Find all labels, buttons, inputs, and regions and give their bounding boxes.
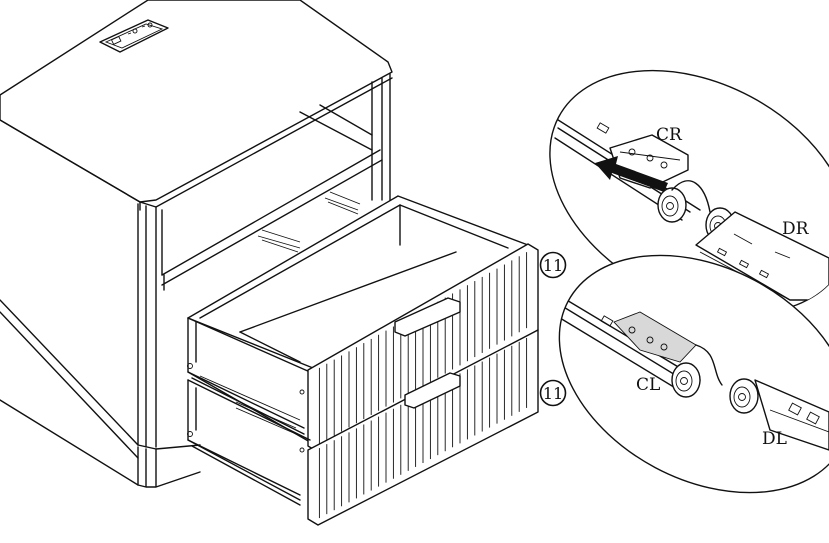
label-dr: DR: [782, 219, 810, 239]
detail-view-left-runner: CL DL: [558, 254, 829, 494]
cabinet-top-panel: [0, 0, 393, 203]
detail-view-right-runner: CR DR: [549, 69, 829, 315]
circled-number-icon: [539, 379, 567, 407]
lower-drawer-handle: [404, 372, 461, 409]
label-cr: CR: [656, 125, 683, 145]
runner-wheel-left: [671, 362, 759, 414]
label-dl: DL: [762, 429, 787, 449]
step-marker-lower: 11: [539, 379, 567, 407]
upper-drawer-handle: [394, 297, 461, 337]
upper-drawer: [187, 195, 539, 453]
drawer-runner-left: [754, 379, 829, 451]
cabinet-plinth: [137, 446, 201, 488]
power-outlet-icon: [99, 19, 169, 53]
label-cl: CL: [636, 375, 660, 395]
lower-drawer-flutes: [318, 337, 528, 519]
arrow-left-icon: [595, 156, 668, 192]
lower-drawer: [187, 329, 539, 526]
circled-number-icon: [539, 251, 567, 279]
nightstand-cabinet: [0, 0, 393, 488]
cabinet-runner-left: [559, 295, 701, 393]
step-marker-upper: 11: [539, 251, 567, 279]
cabinet-shelf: [161, 149, 383, 291]
svg-text:11: 11: [543, 384, 563, 403]
svg-text:11: 11: [543, 256, 563, 275]
